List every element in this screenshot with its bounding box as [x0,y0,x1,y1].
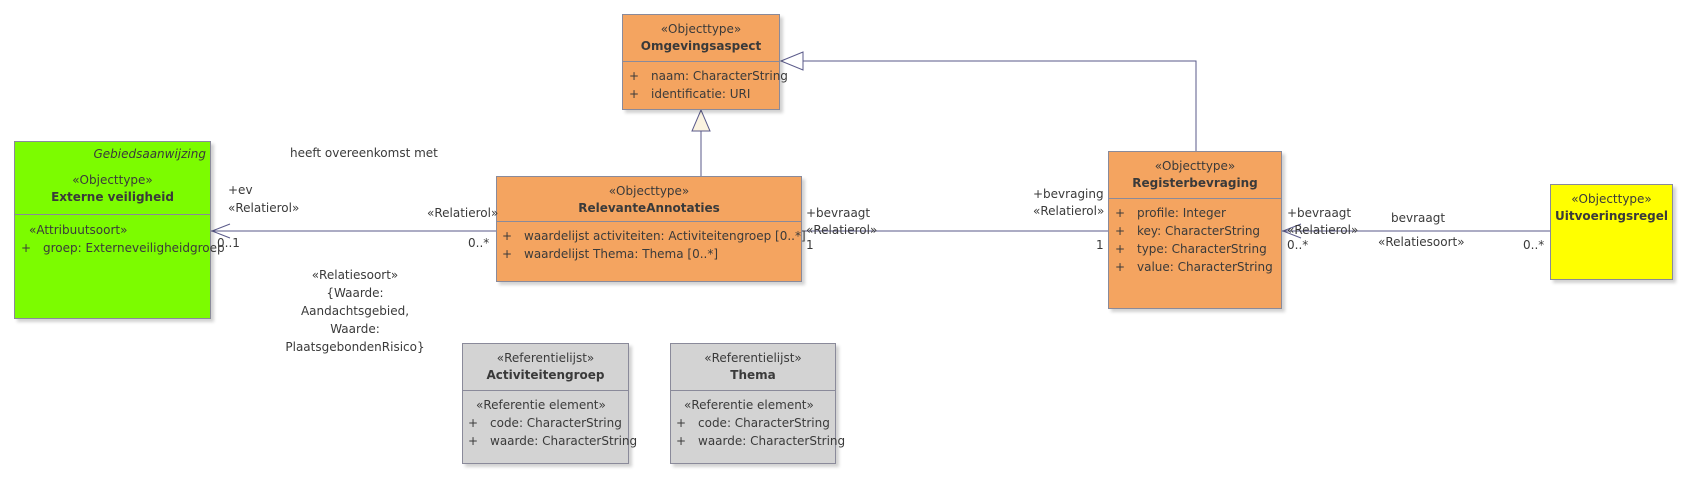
class-thema[interactable]: «Referentielijst» Thema «Referentie elem… [670,343,846,464]
class-stereotype: «Objecttype» [660,22,742,36]
class-name: Activiteitengroep [486,368,605,382]
class-stereotype: «Objecttype» [1154,159,1236,173]
attribute-row: +waarde: CharacterString [676,434,846,448]
relatiesoort-constraint: «Relatiesoort» {Waarde: Aandachtsgebied,… [285,268,425,354]
attribute-row: +waardelijst Thema: Thema [0..*] [502,247,719,261]
generalization-rb [803,60,1197,151]
role-label-bevraging-rb: +bevraging [1033,187,1104,201]
class-stereotype: «Referentielijst» [704,351,802,365]
class-stereotype: «Objecttype» [72,173,153,187]
attribute-row: +groep: Externeveiligheidgroep [21,241,225,255]
package-label: Gebiedsaanwijzing [93,147,206,161]
association-stereotype-relatiesoort: «Relatiesoort» [1378,235,1465,249]
role-stereotype-ev: «Relatierol» [228,201,300,215]
attribute-row: +type: CharacterString [1115,242,1267,256]
role-stereotype-ra-left: «Relatierol» [427,206,499,220]
class-registerbevraging[interactable]: «Objecttype» Registerbevraging +profile:… [1108,151,1282,309]
multiplicity-ra-left: 0..* [468,236,490,250]
attribute-row: +value: CharacterString [1115,260,1273,274]
class-activiteitengroep[interactable]: «Referentielijst» Activiteitengroep «Ref… [462,343,638,464]
class-relevante-annotaties[interactable]: «Objecttype» RelevanteAnnotaties +waarde… [496,176,806,282]
multiplicity-uv: 0..* [1523,238,1545,252]
class-name: Omgevingsaspect [640,39,762,53]
multiplicity-ev: 0..1 [217,236,240,250]
attribute-row: +code: CharacterString [676,416,830,430]
section-stereotype: «Referentie element» [476,398,606,412]
multiplicity-rb-left: 1 [1096,238,1104,252]
attribute-row: +code: CharacterString [468,416,622,430]
class-stereotype: «Objecttype» [1571,192,1652,206]
multiplicity-rb-right: 0..* [1287,238,1309,252]
role-label-ev: +ev [228,183,253,197]
attribute-row: +key: CharacterString [1115,224,1261,238]
attribute-row: +waardelijst activiteiten: Activiteiteng… [502,229,806,243]
association-name-heeft-overeenkomst: heeft overeenkomst met [290,146,438,160]
arrow-open-ev [210,223,231,239]
role-stereotype-bevraagt-rb: «Relatierol» [1287,223,1359,237]
role-label-bevraagt-ra: +bevraagt [806,206,871,220]
attribute-row: +profile: Integer [1115,206,1226,220]
class-externe-veiligheid[interactable]: Gebiedsaanwijzing «Objecttype» Externe v… [14,141,225,319]
association-name-bevraagt: bevraagt [1391,211,1446,225]
section-stereotype: «Referentie element» [684,398,814,412]
section-stereotype: «Attribuutsoort» [29,223,128,237]
class-stereotype: «Referentielijst» [496,351,595,365]
class-name: RelevanteAnnotaties [578,201,720,215]
attribute-row: +waarde: CharacterString [468,434,638,448]
class-stereotype: «Objecttype» [608,184,690,198]
class-name: Registerbevraging [1132,176,1258,190]
attribute-row: +naam: CharacterString [629,69,788,83]
role-stereotype-bevraagt-ra: «Relatierol» [806,223,878,237]
arrow-open-rb [1281,223,1302,239]
attribute-row: +identificatie: URI [629,87,751,101]
role-label-bevraagt-rb: +bevraagt [1287,206,1352,220]
generalization-rb-triangle [779,51,804,71]
class-name: Thema [730,368,776,382]
class-uitvoeringsregel[interactable]: «Objecttype» Uitvoeringsregel [1550,184,1673,280]
class-name: Uitvoeringsregel [1554,209,1668,223]
generalization-ra-triangle [691,108,711,132]
role-stereotype-bevraging-rb: «Relatierol» [1033,204,1105,218]
multiplicity-ra-right: 1 [806,238,814,252]
class-name: Externe veiligheid [51,190,174,204]
class-omgevingsaspect[interactable]: «Objecttype» Omgevingsaspect +naam: Char… [622,14,788,110]
